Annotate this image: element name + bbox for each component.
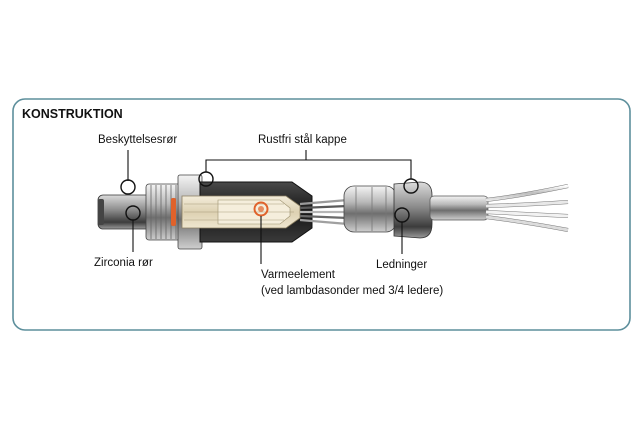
cable-boot <box>429 195 489 221</box>
label-heating-element-note: (ved lambdasonder med 3/4 ledere) <box>261 285 443 297</box>
thread-section <box>145 183 183 241</box>
diagram-frame <box>12 98 631 331</box>
marker-wires <box>394 207 410 223</box>
marker-protective-tube <box>120 179 136 195</box>
label-heating-element: Varmeelement <box>261 269 336 281</box>
sensor-illustration <box>97 174 569 250</box>
callout-lines <box>127 150 412 264</box>
label-zirconia-tube: Zirconia rør <box>94 257 153 269</box>
heating-element <box>253 201 269 217</box>
diagram-title: KONSTRUKTION <box>22 107 123 121</box>
outgoing-cables <box>485 184 569 232</box>
cable-grommet <box>393 181 433 239</box>
marker-zirconia <box>125 205 141 221</box>
label-protective-tube: Beskyttelsesrør <box>98 134 177 146</box>
connector-sleeve <box>343 185 397 233</box>
seal-ring <box>171 198 176 226</box>
label-steel-casing: Rustfri stål kappe <box>258 134 347 146</box>
callout-markers <box>120 171 419 223</box>
marker-steel-casing-right <box>403 178 419 194</box>
marker-steel-casing-left <box>198 171 214 187</box>
label-wires: Ledninger <box>376 259 427 271</box>
tube-tip <box>98 199 104 225</box>
inner-wires <box>299 198 349 226</box>
